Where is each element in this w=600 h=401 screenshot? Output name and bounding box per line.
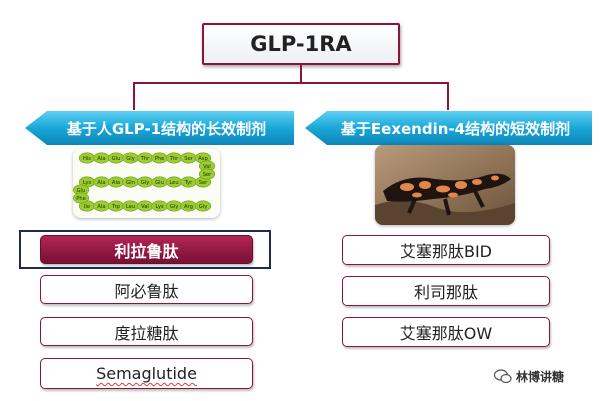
peptide-residue: Glu bbox=[151, 176, 168, 188]
peptide-residue: Thr bbox=[136, 152, 154, 164]
peptide-residue: Leu bbox=[165, 176, 183, 188]
peptide-residue: Ala bbox=[107, 176, 125, 188]
svg-text:Tyr: Tyr bbox=[184, 180, 193, 186]
peptide-residue: Val bbox=[198, 160, 216, 172]
peptide-residue: Trp bbox=[107, 200, 125, 212]
connector-horizontal bbox=[133, 82, 449, 84]
svg-text:Thr: Thr bbox=[169, 156, 179, 162]
peptide-residue: Thr bbox=[165, 152, 183, 164]
svg-text:Ala: Ala bbox=[97, 156, 105, 162]
peptide-residue: Phe bbox=[73, 192, 90, 204]
svg-text:Thr: Thr bbox=[140, 156, 150, 162]
svg-text:Ser: Ser bbox=[184, 156, 193, 162]
svg-text:Ser: Ser bbox=[203, 172, 212, 178]
svg-text:Phe: Phe bbox=[76, 196, 86, 202]
peptide-residue: Ser bbox=[180, 152, 197, 164]
svg-text:Ala: Ala bbox=[97, 204, 105, 210]
drug-dulaglutide[interactable]: 度拉糖肽 bbox=[40, 317, 253, 346]
lizard-photo-svg bbox=[375, 145, 515, 225]
svg-text:Ile: Ile bbox=[84, 204, 90, 210]
peptide-residue: Gln bbox=[122, 176, 139, 188]
svg-text:Gly: Gly bbox=[170, 204, 179, 210]
peptide-residue: Ala bbox=[93, 200, 110, 212]
peptide-residue: Arg bbox=[180, 200, 197, 212]
svg-text:Glu: Glu bbox=[77, 188, 86, 194]
peptide-residue: Gly bbox=[194, 200, 212, 212]
drug-exenatide-ow[interactable]: 艾塞那肽OW bbox=[342, 317, 550, 347]
watermark-text: 林博讲糖 bbox=[516, 370, 565, 384]
svg-text:Leu: Leu bbox=[169, 180, 178, 186]
peptide-residue: Gly bbox=[122, 152, 139, 164]
svg-text:Asp: Asp bbox=[198, 156, 208, 162]
wechat-icon bbox=[494, 369, 512, 384]
svg-text:Ala: Ala bbox=[112, 180, 120, 186]
svg-text:Arg: Arg bbox=[184, 204, 193, 210]
drug-lixisenatide[interactable]: 利司那肽 bbox=[342, 276, 550, 306]
svg-text:Lys: Lys bbox=[83, 180, 91, 186]
drug-label: 利拉鲁肽 bbox=[114, 241, 179, 261]
root-node: GLP-1RA bbox=[202, 23, 400, 65]
right-arrow-shape bbox=[305, 111, 592, 145]
drug-label: 利司那肽 bbox=[413, 283, 478, 302]
right-heading-banner: 基于Eexendin-4结构的短效制剂 bbox=[305, 111, 592, 145]
connector-right bbox=[447, 82, 449, 110]
drug-albiglutide[interactable]: 阿必鲁肽 bbox=[40, 275, 253, 304]
root-label: GLP-1RA bbox=[250, 32, 352, 56]
peptide-residue: Gly bbox=[136, 176, 154, 188]
svg-text:Gly: Gly bbox=[199, 204, 208, 210]
peptide-residue: Phe bbox=[151, 152, 168, 164]
svg-text:Ala: Ala bbox=[97, 180, 105, 186]
gila-monster-image bbox=[375, 145, 515, 225]
drug-exenatide-bid[interactable]: 艾塞那肽BID bbox=[342, 235, 550, 265]
peptide-residue: Lys bbox=[151, 200, 168, 212]
drug-label: 艾塞那肽BID bbox=[399, 242, 493, 261]
left-heading: 基于人GLP-1结构的长效制剂 bbox=[66, 119, 267, 138]
svg-text:Ser: Ser bbox=[199, 180, 208, 186]
svg-text:Gln: Gln bbox=[126, 180, 135, 186]
peptide-residue: Leu bbox=[122, 200, 139, 212]
peptide-residue: Val bbox=[136, 200, 154, 212]
drug-label: 度拉糖肽 bbox=[114, 323, 179, 343]
peptide-residue: Ala bbox=[93, 176, 110, 188]
peptide-residue: Ala bbox=[93, 152, 110, 164]
svg-text:Val: Val bbox=[141, 204, 149, 210]
svg-text:Gly: Gly bbox=[126, 156, 135, 162]
svg-text:Glu: Glu bbox=[112, 156, 121, 162]
right-heading: 基于Eexendin-4结构的短效制剂 bbox=[340, 119, 571, 138]
svg-text:Lys: Lys bbox=[155, 204, 163, 210]
drug-semaglutide[interactable]: Semaglutide bbox=[40, 358, 253, 389]
selected-item-frame bbox=[19, 230, 271, 269]
connector-vertical bbox=[300, 65, 302, 83]
svg-text:Phe: Phe bbox=[155, 156, 165, 162]
drug-label: Semaglutide bbox=[96, 364, 197, 383]
svg-text:Glu: Glu bbox=[155, 180, 164, 186]
connector-left bbox=[133, 82, 135, 110]
peptide-residue: His bbox=[78, 152, 96, 164]
peptide-residue: Ser bbox=[198, 168, 216, 180]
svg-text:Leu: Leu bbox=[126, 204, 135, 210]
left-heading-banner: 基于人GLP-1结构的长效制剂 bbox=[25, 111, 294, 145]
peptide-residue: Tyr bbox=[180, 176, 197, 188]
svg-text:Val: Val bbox=[203, 164, 211, 170]
drug-label: 阿必鲁肽 bbox=[114, 281, 179, 301]
peptide-residue: Gly bbox=[165, 200, 183, 212]
drug-liraglutide[interactable]: 利拉鲁肽 bbox=[40, 235, 253, 264]
drug-label: 艾塞那肽OW bbox=[399, 324, 493, 343]
svg-text:His: His bbox=[83, 156, 91, 162]
svg-text:Gly: Gly bbox=[141, 180, 150, 186]
peptide-residue: Glu bbox=[107, 152, 125, 164]
svg-text:Trp: Trp bbox=[111, 204, 121, 210]
left-arrow-shape bbox=[25, 111, 294, 145]
watermark: 林博讲糖 bbox=[494, 368, 564, 385]
